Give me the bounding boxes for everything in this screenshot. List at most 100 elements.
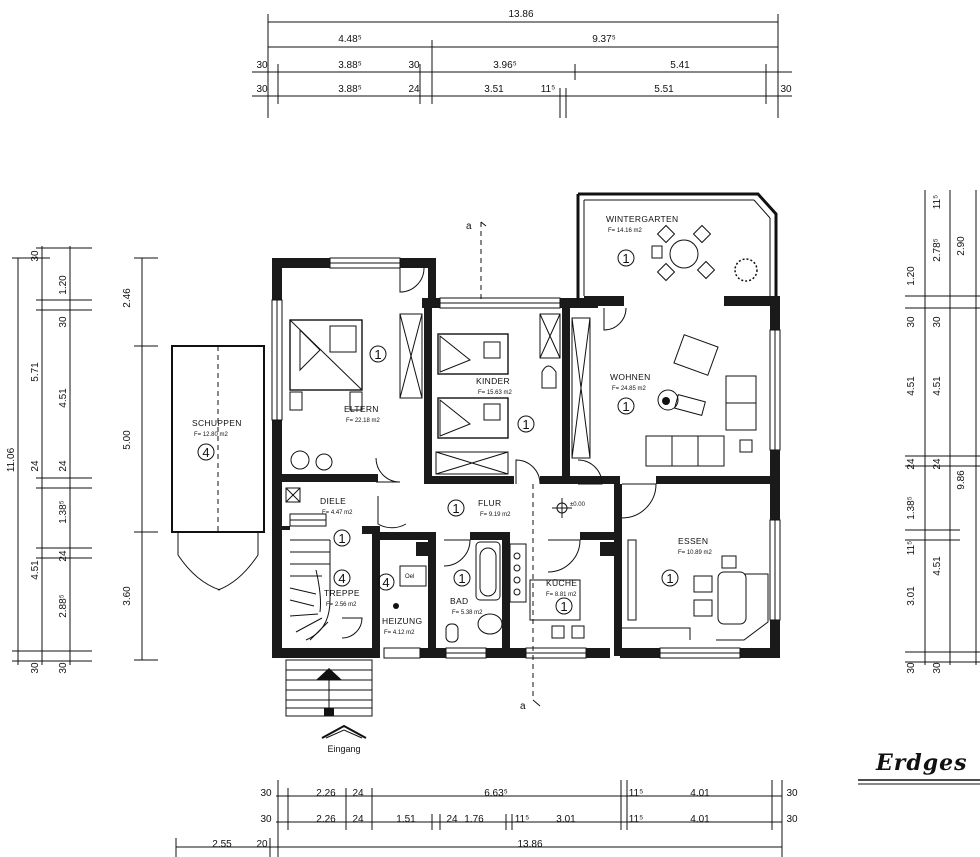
category-marker: 1 [458, 571, 465, 586]
left-dim: 24 [58, 550, 69, 562]
right-dim: 4.51 [932, 376, 943, 396]
bottom-dim: 2.26 [316, 814, 336, 825]
category-marker: 1 [374, 347, 381, 362]
bottom-dim: 1.51 [396, 814, 416, 825]
right-dim: 11⁵ [906, 541, 917, 556]
top-dimension-chains: 13.86 4.48⁵ 9.37⁵ 30 3.88⁵ 30 3.96⁵ 5.41… [252, 9, 792, 118]
top-dim: 30 [256, 84, 268, 95]
left-dim: 5.71 [30, 362, 41, 382]
bottom-dim: 2.55 [212, 839, 232, 850]
left-dim: 4.51 [58, 388, 69, 408]
top-dim: 30 [256, 60, 268, 71]
entrance-label: Eingang [327, 744, 360, 754]
room-area-bad: F= 5.38 m2 [452, 610, 483, 616]
top-dim: 4.48⁵ [338, 34, 362, 45]
top-dim: 11⁵ [541, 84, 556, 95]
top-dim: 5.41 [670, 60, 690, 71]
bottom-dim: 30 [260, 788, 272, 799]
room-area-kueche: F= 8.81 m2 [546, 592, 577, 598]
entrance-roof-icon [321, 724, 367, 739]
room-name-treppe: TREPPE [324, 588, 360, 598]
right-dim: 4.51 [932, 556, 943, 576]
category-marker: 1 [622, 399, 629, 414]
right-dim: 11⁵ [932, 195, 943, 210]
left-dimension-chains: 11.06 30 5.71 24 4.51 30 1.20 30 4.51 24… [6, 246, 158, 674]
bottom-dim: 30 [260, 814, 272, 825]
right-dim-total: 2.90 [956, 236, 967, 256]
left-dim: 1.20 [58, 275, 69, 295]
category-marker: 4 [382, 575, 389, 590]
room-area-schuppen: F= 12.80 m2 [194, 432, 229, 438]
room-name-eltern: ELTERN [344, 404, 379, 414]
top-dim: 3.88⁵ [338, 84, 362, 95]
bottom-dim: 20 [256, 839, 268, 850]
furniture: Oel [285, 224, 769, 643]
bottom-dim: 2.26 [316, 788, 336, 799]
left-dim: 30 [58, 316, 69, 328]
top-dim: 3.88⁵ [338, 60, 362, 71]
category-marker: 1 [338, 531, 345, 546]
left-dim-total: 11.06 [6, 447, 17, 472]
left-dim: 30 [30, 662, 41, 674]
room-category-markers: 1 1 1 1 4 1 1 1 4 4 1 1 [197, 249, 679, 615]
level-value: ±0.00 [570, 502, 586, 508]
room-name-essen: ESSEN [678, 536, 708, 546]
shed-dim: 5.00 [122, 430, 133, 450]
left-dim: 4.51 [30, 560, 41, 580]
room-labels: WINTERGARTEN F= 14.16 m2 ELTERN F= 22.18… [192, 214, 713, 636]
room-name-wohnen: WOHNEN [610, 372, 651, 382]
plan-title-text: Erdges [875, 750, 968, 776]
category-marker: 4 [202, 445, 209, 460]
bottom-dimension-chains: 30 2.26 24 6.63⁵ 11⁵ 4.01 30 30 2.26 24 … [175, 780, 798, 857]
right-dim: 30 [906, 662, 917, 674]
top-dim: 30 [780, 84, 792, 95]
shed-dim: 2.46 [122, 288, 133, 308]
entrance: Eingang [321, 724, 367, 754]
top-dim: 3.51 [484, 84, 504, 95]
room-name-flur: FLUR [478, 498, 501, 508]
category-marker: 1 [666, 571, 673, 586]
bottom-dim: 11⁵ [629, 788, 644, 799]
category-marker: 1 [622, 251, 629, 266]
right-dim-total: 9.86 [956, 470, 967, 490]
right-dim: 3.01 [906, 586, 917, 606]
left-dim: 30 [30, 250, 41, 262]
room-name-bad: BAD [450, 596, 468, 606]
category-marker: 1 [560, 599, 567, 614]
shed [171, 345, 265, 591]
section-line: a a [466, 221, 541, 712]
left-dim: 1.38⁵ [58, 500, 69, 524]
right-dim: 24 [906, 458, 917, 470]
room-name-schuppen: SCHUPPEN [192, 418, 242, 428]
top-dim: 24 [408, 84, 420, 95]
bottom-dim: 1.76 [464, 814, 484, 825]
right-dim: 30 [906, 316, 917, 328]
bottom-dim: 24 [352, 814, 364, 825]
bottom-dim: 11⁵ [515, 814, 530, 825]
right-dim: 1.20 [906, 266, 917, 286]
top-dim-total: 13.86 [508, 9, 533, 20]
category-marker: 1 [522, 417, 529, 432]
right-dim: 2.78⁵ [932, 238, 943, 262]
bottom-dim-total: 13.86 [517, 839, 542, 850]
room-name-kueche: KÜCHE [546, 578, 577, 588]
bottom-dim: 30 [786, 814, 798, 825]
category-marker: 4 [338, 571, 345, 586]
top-dim: 5.51 [654, 84, 674, 95]
staircase [285, 539, 373, 717]
room-area-wintergarten: F= 14.16 m2 [608, 228, 643, 234]
top-dim: 30 [408, 60, 420, 71]
category-marker: 1 [452, 501, 459, 516]
boiler-label: Oel [405, 574, 414, 580]
right-dim: 24 [932, 458, 943, 470]
bottom-dim: 30 [786, 788, 798, 799]
room-area-treppe: F= 2.56 m2 [326, 602, 357, 608]
room-area-eltern: F= 22.18 m2 [346, 418, 381, 424]
section-mark-top: a [466, 221, 472, 232]
windows [271, 257, 781, 659]
room-name-kinder: KINDER [476, 376, 510, 386]
room-name-wintergarten: WINTERGARTEN [606, 214, 678, 224]
room-area-essen: F= 10.89 m2 [678, 550, 713, 556]
room-area-diele: F= 4.47 m2 [322, 510, 353, 516]
bottom-dim: 24 [352, 788, 364, 799]
